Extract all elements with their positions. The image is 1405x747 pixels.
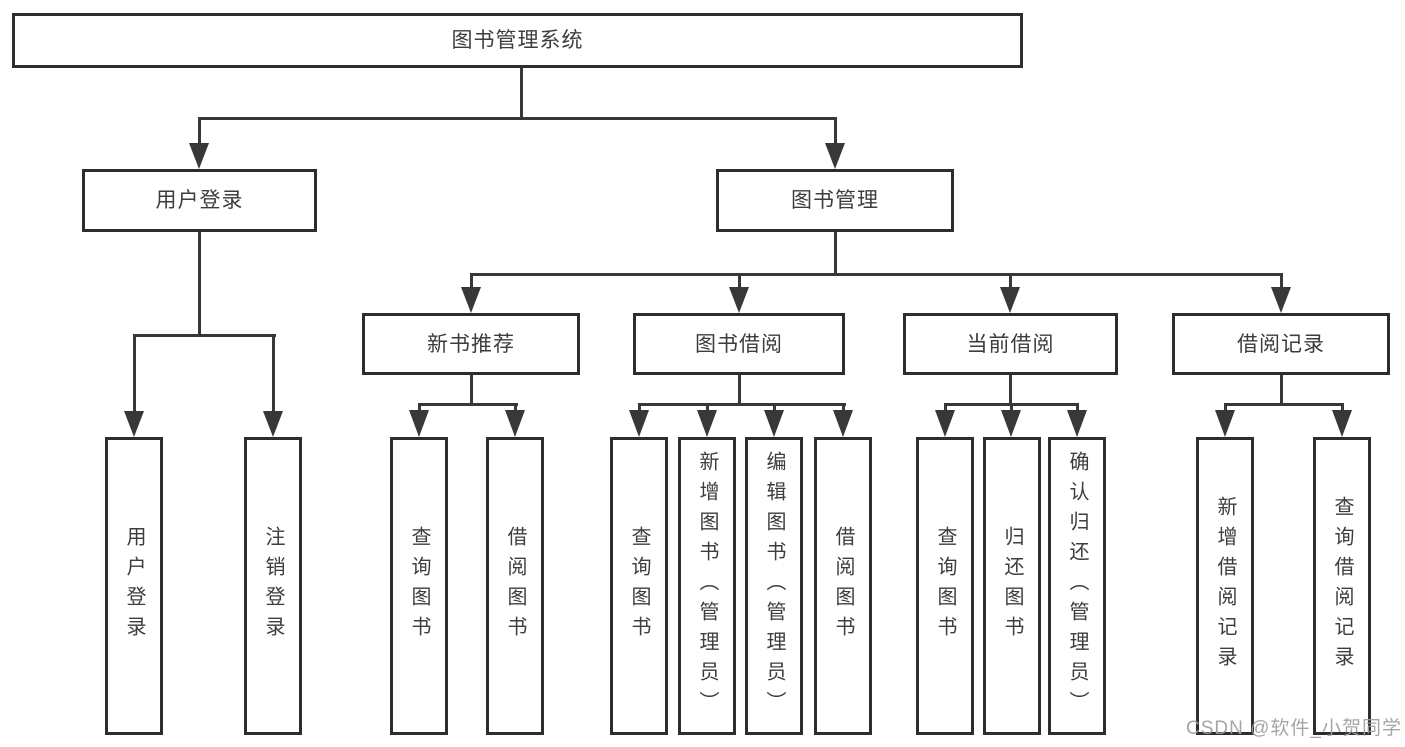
leaf-borrow-books-recommend: 借阅图书: [486, 437, 544, 735]
connector-borrow-leaf3-stub: [773, 403, 776, 412]
node-borrow-records: 借阅记录: [1172, 313, 1390, 375]
connector-recommend-leaf1-stub: [418, 403, 421, 412]
connector-mgmt-stub: [834, 117, 837, 145]
arrowhead-to-query-borrow-record: [1332, 410, 1352, 437]
leaf-add-books-admin: 新增图书（管理员）: [678, 437, 736, 735]
arrowhead-to-query-books-borrow: [629, 410, 649, 437]
connector-login-leaf1-stub: [133, 334, 136, 413]
arrowhead-to-recommend: [461, 287, 481, 313]
connector-records-leaf1-stub: [1224, 403, 1227, 412]
arrowhead-to-leaf-logout: [263, 411, 283, 437]
node-user-login: 用户登录: [82, 169, 317, 232]
arrowhead-to-leaf-user-login: [124, 411, 144, 437]
arrowhead-to-user-login: [189, 143, 209, 169]
leaf-logout: 注销登录: [244, 437, 302, 735]
node-new-book-recommend: 新书推荐: [362, 313, 580, 375]
node-book-management: 图书管理: [716, 169, 954, 232]
connector-records-down: [1280, 375, 1283, 406]
leaf-add-borrow-record: 新增借阅记录: [1196, 437, 1254, 735]
leaf-return-books: 归还图书: [983, 437, 1041, 735]
connector-login-splitter: [133, 334, 276, 337]
arrowhead-to-add-borrow-record: [1215, 410, 1235, 437]
connector-mgmt-down: [834, 232, 837, 276]
arrowhead-to-add-books: [697, 410, 717, 437]
connector-current-leaf3-stub: [1076, 403, 1079, 412]
connector-recommend-stub: [470, 273, 473, 289]
connector-recommend-leaf2-stub: [514, 403, 517, 412]
connector-login-leaf2-stub: [272, 334, 275, 413]
arrowhead-to-current: [1000, 287, 1020, 313]
connector-login-stub: [198, 117, 201, 145]
connector-root-stub: [520, 68, 523, 120]
leaf-query-books-recommend: 查询图书: [390, 437, 448, 735]
arrowhead-to-borrow-books-recommend: [505, 410, 525, 437]
connector-borrow-down: [738, 375, 741, 406]
node-current-borrow: 当前借阅: [903, 313, 1118, 375]
leaf-edit-books-admin: 编辑图书（管理员）: [745, 437, 803, 735]
leaf-query-borrow-record: 查询借阅记录: [1313, 437, 1371, 735]
connector-records-leaf2-stub: [1341, 403, 1344, 412]
csdn-watermark: CSDN @软件_小贺同学: [1186, 718, 1402, 739]
connector-level1-splitter: [198, 117, 837, 120]
connector-current-leaf1-stub: [944, 403, 947, 412]
connector-current-down: [1009, 375, 1012, 406]
node-book-borrow: 图书借阅: [633, 313, 845, 375]
arrowhead-to-book-management: [825, 143, 845, 169]
connector-login-down: [198, 232, 201, 337]
arrowhead-to-records: [1271, 287, 1291, 313]
leaf-query-books-current: 查询图书: [916, 437, 974, 735]
arrowhead-to-edit-books: [764, 410, 784, 437]
connector-borrow-leaf2-stub: [706, 403, 709, 412]
connector-level2-splitter: [470, 273, 1283, 276]
connector-current-stub: [1009, 273, 1012, 289]
leaf-query-books-borrow: 查询图书: [610, 437, 668, 735]
arrowhead-to-query-books-current: [935, 410, 955, 437]
arrowhead-to-query-books-recommend: [409, 410, 429, 437]
leaf-confirm-return-admin: 确认归还（管理员）: [1048, 437, 1106, 735]
arrowhead-to-borrow-books: [833, 410, 853, 437]
connector-borrow-splitter: [638, 403, 846, 406]
arrowhead-to-borrow: [729, 287, 749, 313]
connector-records-splitter: [1224, 403, 1344, 406]
arrowhead-to-confirm-return: [1067, 410, 1087, 437]
leaf-user-login: 用户登录: [105, 437, 163, 735]
node-library-system-root: 图书管理系统: [12, 13, 1023, 68]
connector-records-stub: [1280, 273, 1283, 289]
leaf-borrow-books: 借阅图书: [814, 437, 872, 735]
connector-current-leaf2-stub: [1010, 403, 1013, 412]
connector-borrow-leaf4-stub: [842, 403, 845, 412]
arrowhead-to-return-books: [1001, 410, 1021, 437]
connector-borrow-stub: [738, 273, 741, 289]
connector-recommend-down: [470, 375, 473, 406]
connector-recommend-splitter: [418, 403, 518, 406]
connector-borrow-leaf1-stub: [638, 403, 641, 412]
